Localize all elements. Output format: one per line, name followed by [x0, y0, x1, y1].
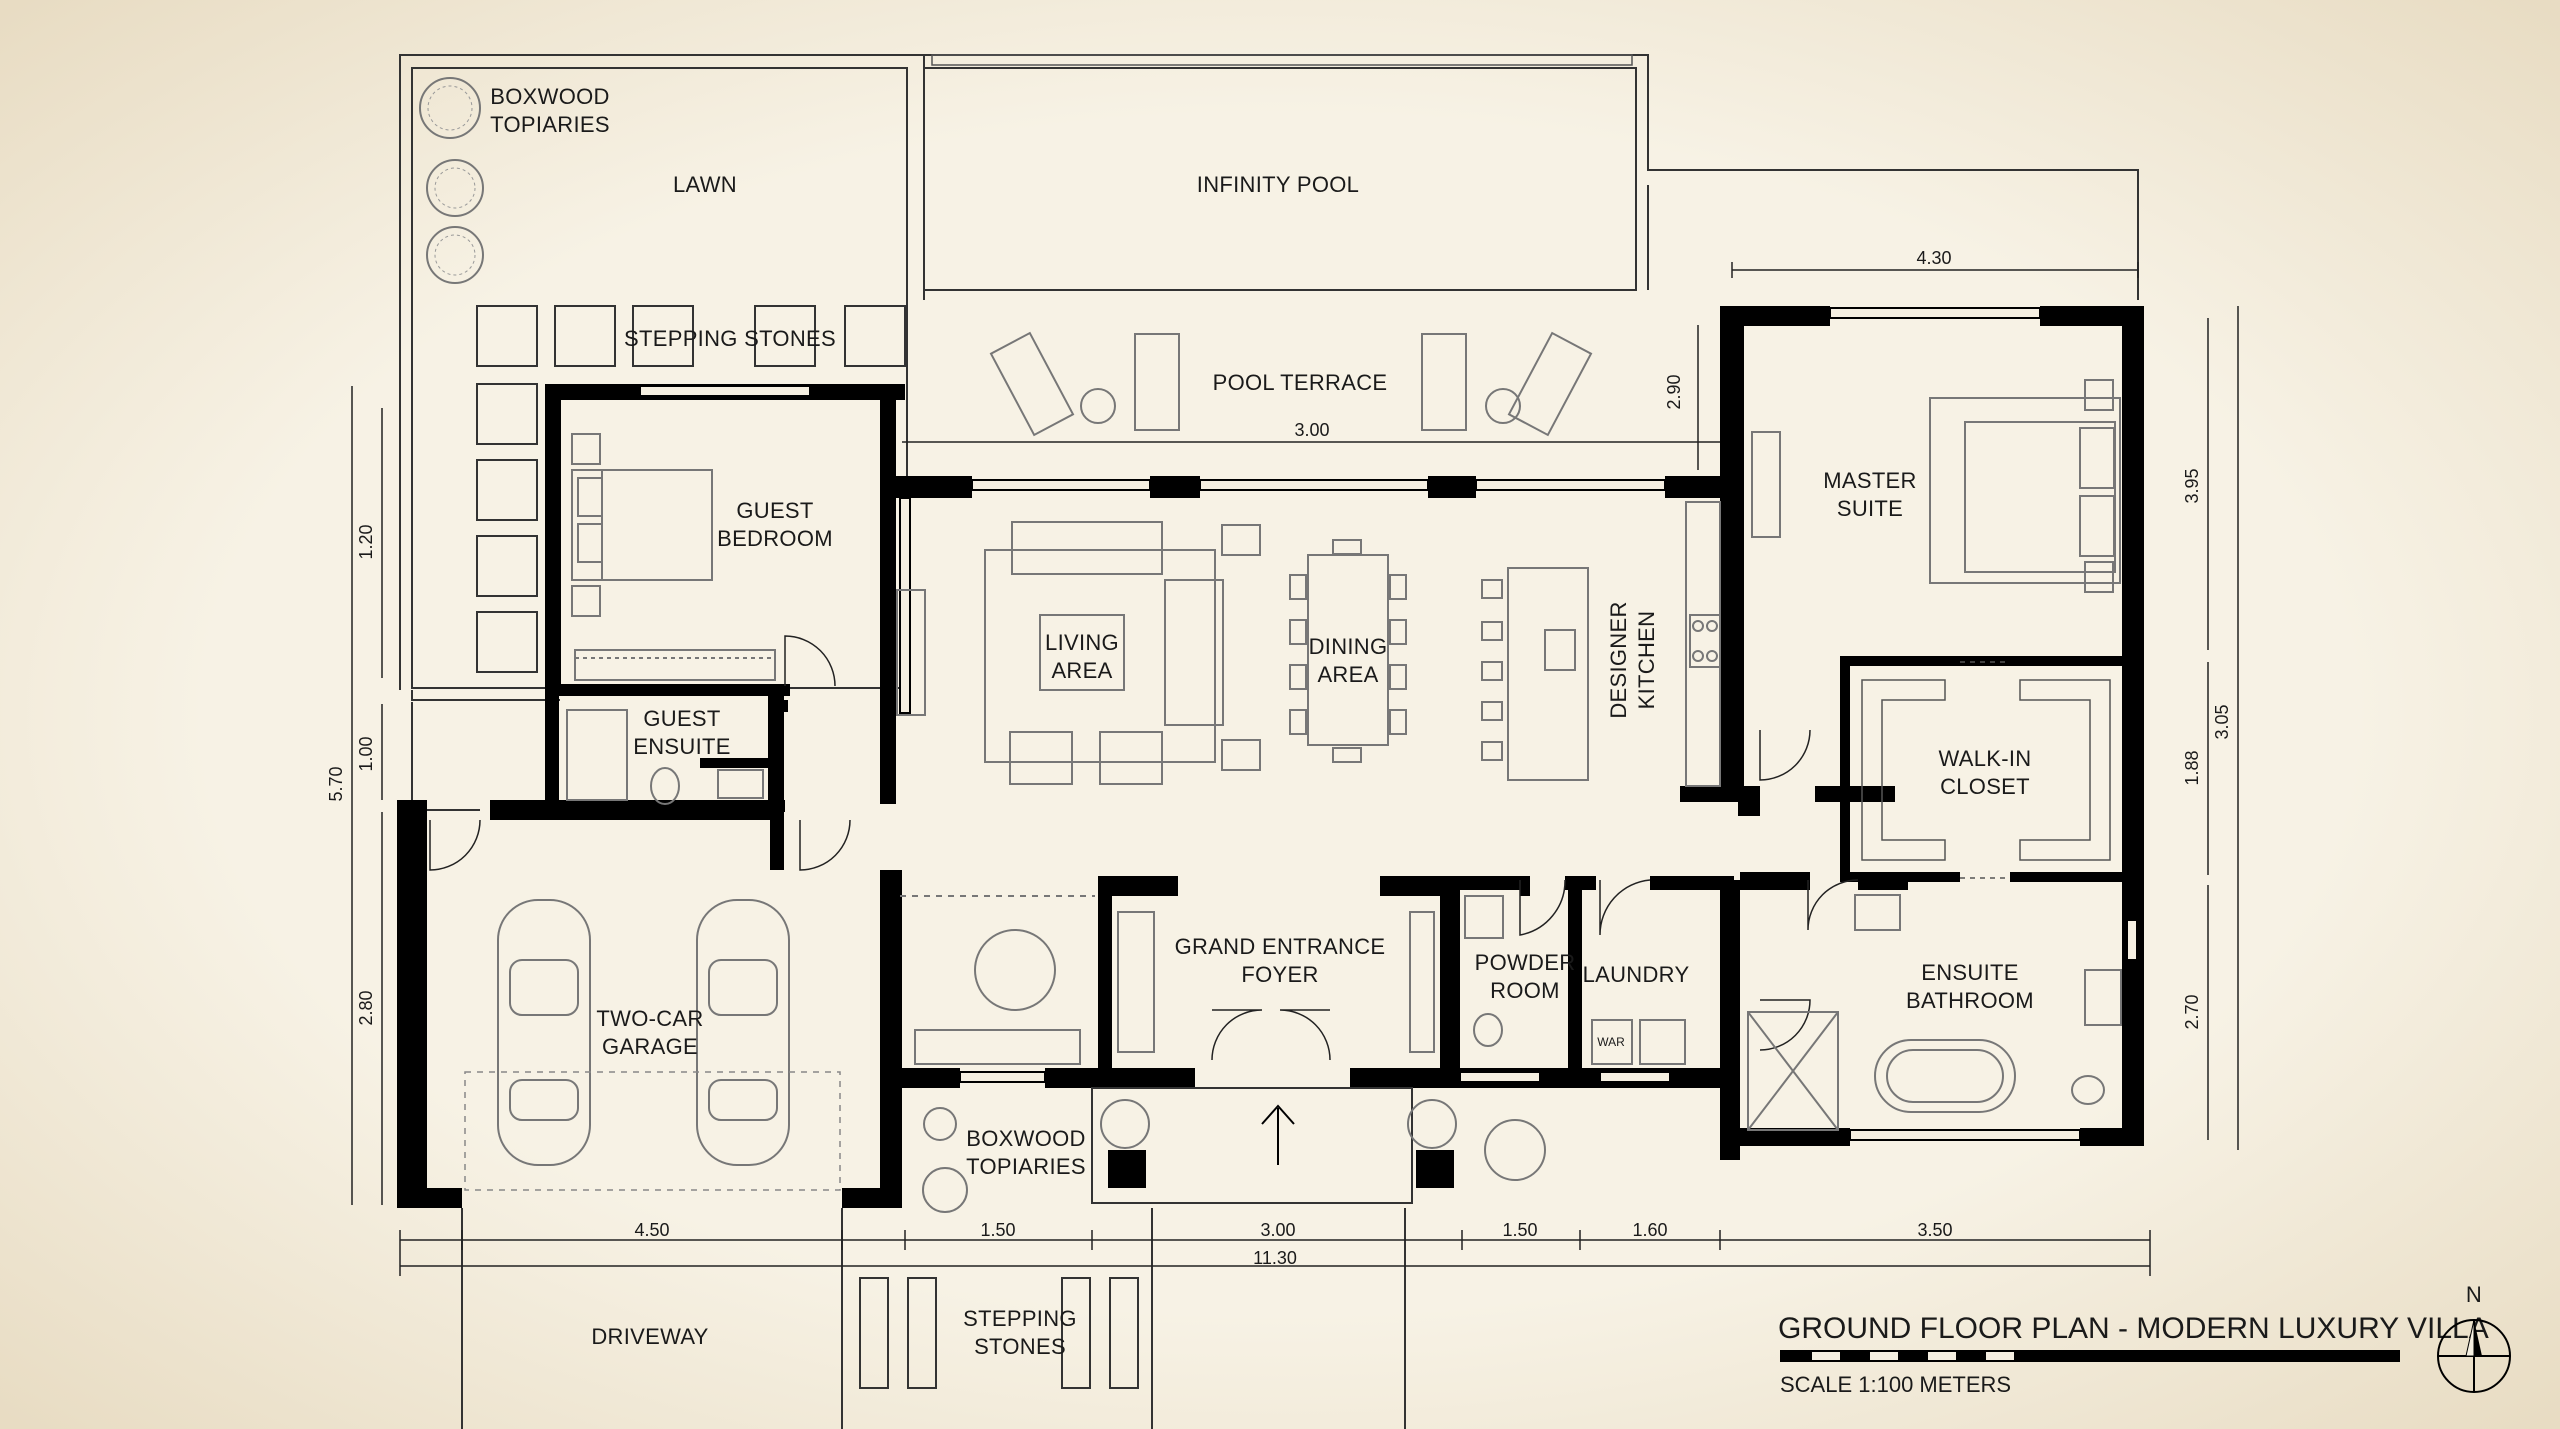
label-boxwood-top-1: BOXWOOD: [490, 84, 609, 109]
garage-cars: [464, 899, 841, 1191]
dim-3-50: 3.50: [1917, 1220, 1952, 1240]
label-kitchen-2: KITCHEN: [1634, 611, 1659, 710]
label-garage-2: GARAGE: [602, 1034, 698, 1059]
walls: [397, 306, 2144, 1208]
label-boxwood-bottom-1: BOXWOOD: [966, 1126, 1085, 1151]
dining-furniture: [1289, 539, 1407, 763]
foyer-furniture: [900, 895, 1435, 1065]
label-lawn: LAWN: [673, 172, 737, 197]
dim-3-00-terrace: 3.00: [1294, 420, 1329, 440]
label-ensuite-bath-1: ENSUITE: [1921, 960, 2018, 985]
label-stepping-stones-top: STEPPING STONES: [624, 326, 836, 351]
dim-3-05: 3.05: [2212, 704, 2232, 739]
label-powder-1: POWDER: [1475, 950, 1576, 975]
label-guest-ensuite-1: GUEST: [643, 706, 720, 731]
scale-text: SCALE 1:100 METERS: [1780, 1372, 2011, 1397]
label-stepping-bottom-1: STEPPING: [963, 1306, 1077, 1331]
closet-shelving: [1861, 661, 2111, 879]
north-arrow-icon: N: [2437, 1282, 2511, 1393]
stepping-stones-top: [476, 305, 906, 673]
label-dining-1: DINING: [1309, 634, 1388, 659]
label-garage-1: TWO-CAR: [596, 1006, 703, 1031]
dimension-lines: [351, 262, 2239, 1276]
north-label: N: [2466, 1282, 2482, 1307]
dim-1-50-a: 1.50: [980, 1220, 1015, 1240]
dim-2-80: 2.80: [356, 990, 376, 1025]
dim-1-20: 1.20: [356, 524, 376, 559]
label-master-2: SUITE: [1837, 496, 1903, 521]
dim-3-95: 3.95: [2182, 468, 2202, 503]
label-ensuite-bath-2: BATHROOM: [1906, 988, 2034, 1013]
label-foyer-1: GRAND ENTRANCE: [1175, 934, 1386, 959]
dim-2-90: 2.90: [1664, 374, 1684, 409]
dim-1-60: 1.60: [1632, 1220, 1667, 1240]
guest-bed: [571, 433, 776, 681]
label-infinity-pool: INFINITY POOL: [1197, 172, 1359, 197]
dim-1-00: 1.00: [356, 736, 376, 771]
label-living-2: AREA: [1051, 658, 1112, 683]
label-kitchen-1: DESIGNER: [1606, 601, 1631, 718]
plan-title: GROUND FLOOR PLAN - MODERN LUXURY VILLA: [1778, 1312, 2489, 1345]
label-war: WAR: [1597, 1035, 1625, 1049]
dim-4-50: 4.50: [634, 1220, 669, 1240]
entry-porch: [922, 1087, 1546, 1213]
pool-edge: [931, 54, 1633, 66]
label-master-1: MASTER: [1823, 468, 1916, 493]
label-foyer-2: FOYER: [1241, 962, 1318, 987]
ensuite-fixtures: [1747, 894, 2122, 1131]
infinity-pool: [923, 67, 1637, 291]
living-furniture: [896, 521, 1261, 785]
dim-5-70: 5.70: [326, 766, 346, 801]
master-bed: [1751, 379, 2121, 593]
dim-1-50-b: 1.50: [1502, 1220, 1537, 1240]
label-pool-terrace: POOL TERRACE: [1213, 370, 1388, 395]
label-stepping-bottom-2: STONES: [974, 1334, 1066, 1359]
pool-loungers: [989, 331, 1593, 437]
label-dining-2: AREA: [1317, 662, 1378, 687]
dimension-labels: 4.30 3.00 2.90 1.20 1.00 5.70 2.80 3.95 …: [326, 248, 2232, 1268]
label-boxwood-bottom-2: TOPIARIES: [966, 1154, 1086, 1179]
label-laundry: LAUNDRY: [1583, 962, 1690, 987]
label-guest-bedroom-2: BEDROOM: [717, 526, 833, 551]
kitchen-furniture: [1481, 501, 1721, 787]
powder-laundry-fixtures: [1464, 895, 1686, 1065]
boxwood-topiaries-top: [419, 77, 484, 284]
doors: [429, 635, 1859, 1061]
stepping-stones-bottom: [859, 1277, 1139, 1389]
label-living-1: LIVING: [1045, 630, 1119, 655]
guest-ensuite-fixtures: [566, 709, 764, 805]
dim-1-88: 1.88: [2182, 750, 2202, 785]
label-powder-2: ROOM: [1490, 978, 1560, 1003]
label-guest-ensuite-2: ENSUITE: [633, 734, 730, 759]
dim-2-70: 2.70: [2182, 994, 2202, 1029]
label-closet-1: WALK-IN: [1939, 746, 2032, 771]
title-block: GROUND FLOOR PLAN - MODERN LUXURY VILLA …: [1778, 1312, 2489, 1397]
dim-11-30: 11.30: [1253, 1248, 1297, 1268]
label-closet-2: CLOSET: [1940, 774, 2030, 799]
label-boxwood-top-2: TOPIARIES: [490, 112, 610, 137]
room-labels: INFINITY POOL LAWN BOXWOOD TOPIARIES STE…: [490, 84, 2034, 1359]
windows: [639, 307, 2138, 1141]
label-driveway: DRIVEWAY: [591, 1324, 708, 1349]
dim-4-30: 4.30: [1916, 248, 1951, 268]
label-guest-bedroom-1: GUEST: [736, 498, 813, 523]
dim-3-00-bottom: 3.00: [1260, 1220, 1295, 1240]
